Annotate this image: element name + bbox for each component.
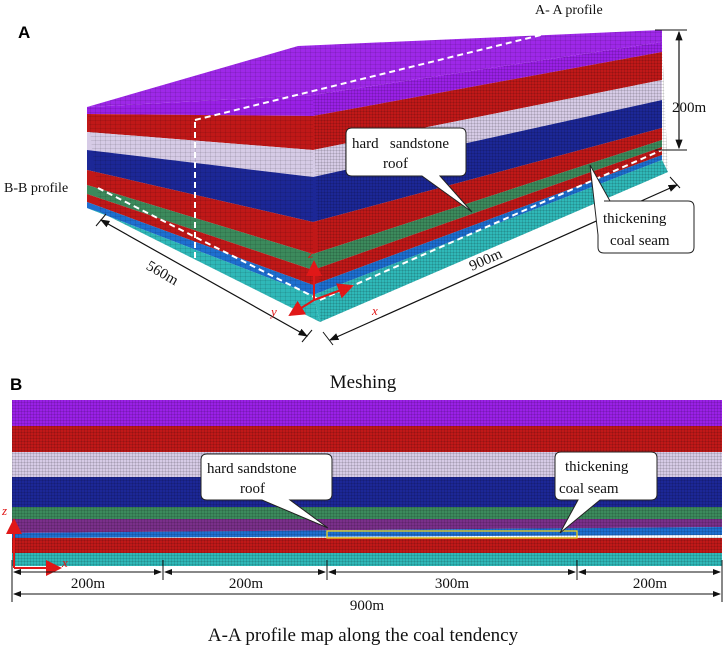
panel-a: A xyxy=(4,3,707,346)
panel-b-caption: A-A profile map along the coal tendency xyxy=(208,625,519,646)
panel-a-seam-callout: thickening coal seam xyxy=(589,164,695,254)
svg-text:coal seam: coal seam xyxy=(559,481,619,497)
bb-profile-label: B-B profile xyxy=(4,181,68,196)
segment-1-label: 200m xyxy=(71,576,106,592)
svg-text:thickening: thickening xyxy=(565,459,629,475)
segment-3-label: 300m xyxy=(435,576,470,592)
panel-b-seam-callout: thickening coal seam xyxy=(554,451,658,534)
svg-text:z: z xyxy=(307,246,313,261)
aa-profile-label: A- A profile xyxy=(535,3,603,18)
svg-text:z: z xyxy=(1,503,7,518)
panel-a-roof-callout: hard sandstone roof xyxy=(345,127,473,213)
svg-text:x: x xyxy=(61,555,68,570)
svg-text:thickening: thickening xyxy=(603,211,667,227)
total-length-label: 900m xyxy=(350,598,385,614)
panel-b-letter: B xyxy=(10,375,22,394)
svg-text:hard sandstone: hard sandstone xyxy=(352,136,449,152)
svg-text:y: y xyxy=(269,304,277,319)
panel-a-axes: z x y xyxy=(269,246,378,319)
width-dimension: 560m xyxy=(143,258,181,289)
svg-text:roof: roof xyxy=(383,156,408,172)
panel-b-roof-callout: hard sandstone roof xyxy=(200,453,333,529)
segment-dimensions xyxy=(11,560,723,602)
svg-text:x: x xyxy=(371,303,378,318)
segment-4-label: 200m xyxy=(633,576,668,592)
svg-text:coal seam: coal seam xyxy=(610,233,670,249)
height-dimension: 200m xyxy=(672,100,707,116)
svg-text:roof: roof xyxy=(240,481,265,497)
panel-a-letter: A xyxy=(18,23,30,42)
panel-b-title: Meshing xyxy=(330,372,397,393)
panel-b-axes: z x xyxy=(1,503,68,576)
segment-2-label: 200m xyxy=(229,576,264,592)
model-left-face xyxy=(87,95,320,322)
svg-text:hard sandstone: hard sandstone xyxy=(207,461,297,477)
panel-b: B Meshing hard sandstone roof thickening… xyxy=(1,372,723,646)
